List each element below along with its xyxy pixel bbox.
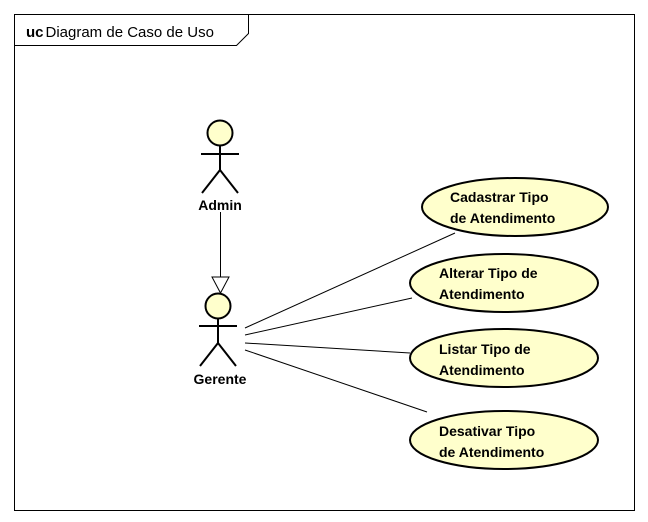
frame-title-tab bbox=[14, 14, 249, 46]
usecase-listar-line2: Atendimento bbox=[439, 362, 525, 378]
generalization-arrowhead bbox=[211, 276, 230, 295]
actor-admin-head bbox=[206, 119, 234, 147]
association-desativar bbox=[244, 349, 428, 413]
usecase-desativar[interactable]: Desativar Tipo de Atendimento bbox=[409, 410, 599, 470]
frame-title: uc Diagram de Caso de Uso bbox=[26, 24, 214, 41]
usecase-desativar-line1: Desativar Tipo bbox=[439, 423, 535, 439]
usecase-alterar-line1: Alterar Tipo de bbox=[439, 265, 538, 281]
actor-admin-label: Admin bbox=[198, 197, 242, 213]
association-cadastrar bbox=[244, 232, 456, 329]
actor-gerente-leg-left bbox=[199, 342, 219, 367]
usecase-cadastrar-line2: de Atendimento bbox=[450, 210, 555, 226]
usecase-alterar[interactable]: Alterar Tipo de Atendimento bbox=[409, 253, 599, 313]
frame-keyword: uc bbox=[26, 24, 44, 41]
association-listar bbox=[244, 342, 411, 354]
usecase-desativar-ellipse bbox=[409, 410, 599, 470]
usecase-cadastrar-ellipse bbox=[421, 177, 609, 237]
usecase-alterar-line2: Atendimento bbox=[439, 286, 525, 302]
actor-gerente[interactable]: Gerente bbox=[194, 292, 247, 388]
actor-admin-leg-right bbox=[219, 169, 239, 194]
frame-title-text: Diagram de Caso de Uso bbox=[46, 24, 214, 41]
usecase-desativar-line2: de Atendimento bbox=[439, 444, 544, 460]
actor-admin-leg-left bbox=[201, 169, 221, 194]
actor-gerente-head bbox=[204, 292, 232, 320]
usecase-listar-line1: Listar Tipo de bbox=[439, 341, 531, 357]
usecase-cadastrar[interactable]: Cadastrar Tipo de Atendimento bbox=[421, 177, 609, 237]
usecase-listar[interactable]: Listar Tipo de Atendimento bbox=[409, 328, 599, 388]
association-alterar bbox=[244, 297, 413, 336]
actor-gerente-leg-right bbox=[217, 342, 237, 367]
usecase-listar-ellipse bbox=[409, 328, 599, 388]
usecase-cadastrar-line1: Cadastrar Tipo bbox=[450, 189, 549, 205]
usecase-alterar-ellipse bbox=[409, 253, 599, 313]
relationships bbox=[211, 212, 456, 413]
actor-gerente-label: Gerente bbox=[194, 371, 247, 387]
actor-admin[interactable]: Admin bbox=[198, 119, 242, 214]
